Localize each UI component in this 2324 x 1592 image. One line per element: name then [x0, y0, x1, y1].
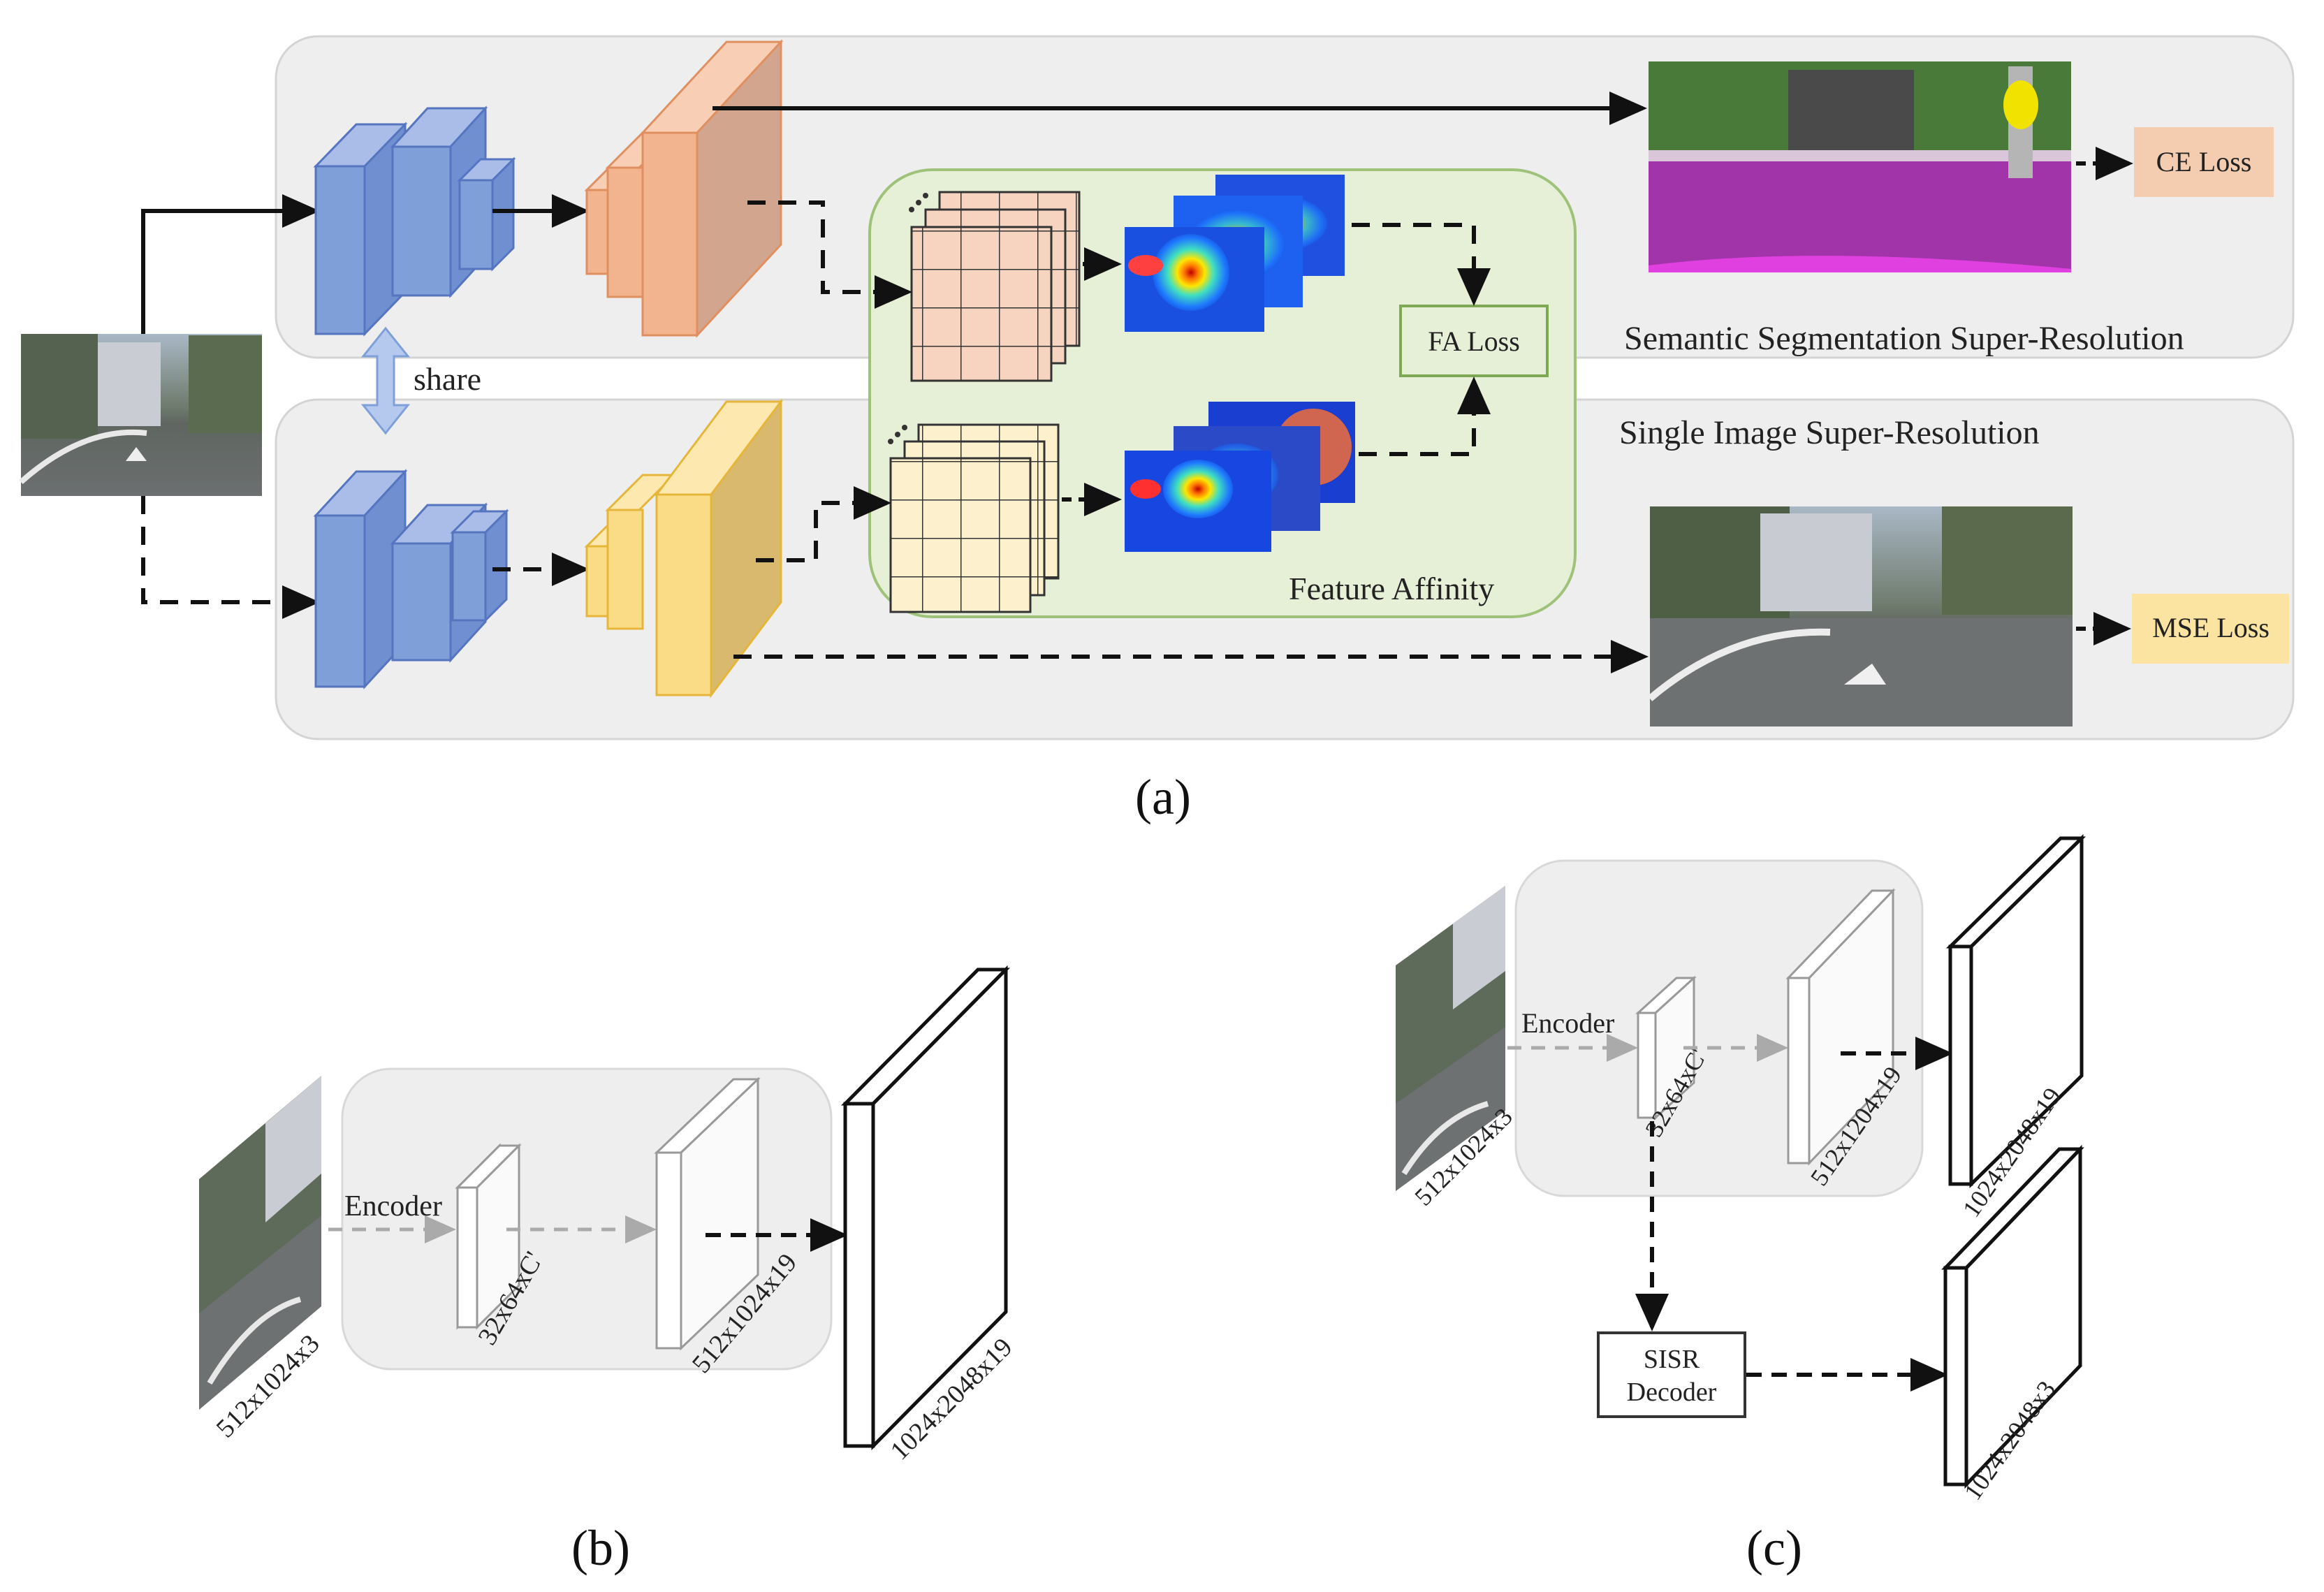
panel-b-input-image — [199, 1076, 321, 1410]
panel-c-feat2 — [1785, 888, 1896, 1166]
share-label: share — [414, 361, 481, 397]
share-arrow — [360, 326, 411, 435]
panel-c-feat1 — [1635, 975, 1697, 1120]
sisr-branch-title: Single Image Super-Resolution — [1619, 414, 2040, 451]
panel-c-seg-output — [1945, 834, 2087, 1188]
sr-heatmap-to-fa-arrow — [1359, 377, 1491, 456]
input-image-a — [19, 334, 262, 496]
fa-loss-box — [1399, 305, 1549, 377]
sr-encoder — [313, 469, 509, 689]
panel-b-feat1 — [455, 1143, 522, 1330]
panel-a-caption: (a) — [1135, 769, 1191, 825]
sisr-decoder-line1: SISR — [1644, 1345, 1700, 1374]
seg-decoder — [584, 39, 784, 338]
panel-b-encoder-label: Encoder — [344, 1190, 442, 1222]
sr-output-image — [1647, 506, 2073, 726]
segmentation-output-image — [1649, 61, 2071, 272]
mse-loss-label: MSE Loss — [2152, 612, 2270, 643]
input-to-seg-encoder-arrow — [141, 194, 320, 334]
panel-c: 512x1024x3 Encoder 32x64xC' 512x1204x19 … — [1396, 834, 2087, 1576]
feature-affinity-label: Feature Affinity — [1289, 571, 1494, 606]
seg-encoder — [313, 105, 516, 337]
input-to-sr-encoder-arrow — [141, 496, 320, 619]
panel-b: 512x1024x3 Encoder 32x64xC' 512x1024x19 … — [199, 965, 1018, 1576]
semseg-branch-title: Semantic Segmentation Super-Resolution — [1624, 320, 2184, 357]
ce-loss-box — [2134, 127, 2274, 197]
sr-feature-grids — [888, 423, 1060, 613]
panel-b-caption: (b) — [571, 1520, 630, 1576]
seg-heatmap-to-fa-arrow — [1352, 223, 1491, 306]
panel-b-feat2 — [654, 1076, 761, 1351]
seg-decoder-to-grids-arrow — [747, 200, 912, 309]
sr-decoder — [584, 398, 784, 699]
mse-loss-box — [2132, 594, 2289, 664]
seg-affinity-heatmaps — [1125, 175, 1345, 332]
sisr-decoder-box — [1597, 1331, 1746, 1418]
panel-c-encoder-label: Encoder — [1521, 1007, 1614, 1039]
panel-c-sr-output — [1941, 1144, 2084, 1489]
panel-a: share Feature Affinity — [19, 35, 2295, 825]
seg-feature-grids — [909, 191, 1081, 382]
fa-loss-label: FA Loss — [1428, 326, 1520, 357]
ce-loss-label: CE Loss — [2156, 146, 2252, 177]
sr-affinity-heatmaps — [1125, 402, 1355, 552]
panel-b-output — [841, 965, 1010, 1451]
sisr-decoder-line2: Decoder — [1627, 1378, 1717, 1407]
panel-c-caption: (c) — [1746, 1520, 1802, 1576]
panel-c-input-image — [1396, 886, 1505, 1191]
